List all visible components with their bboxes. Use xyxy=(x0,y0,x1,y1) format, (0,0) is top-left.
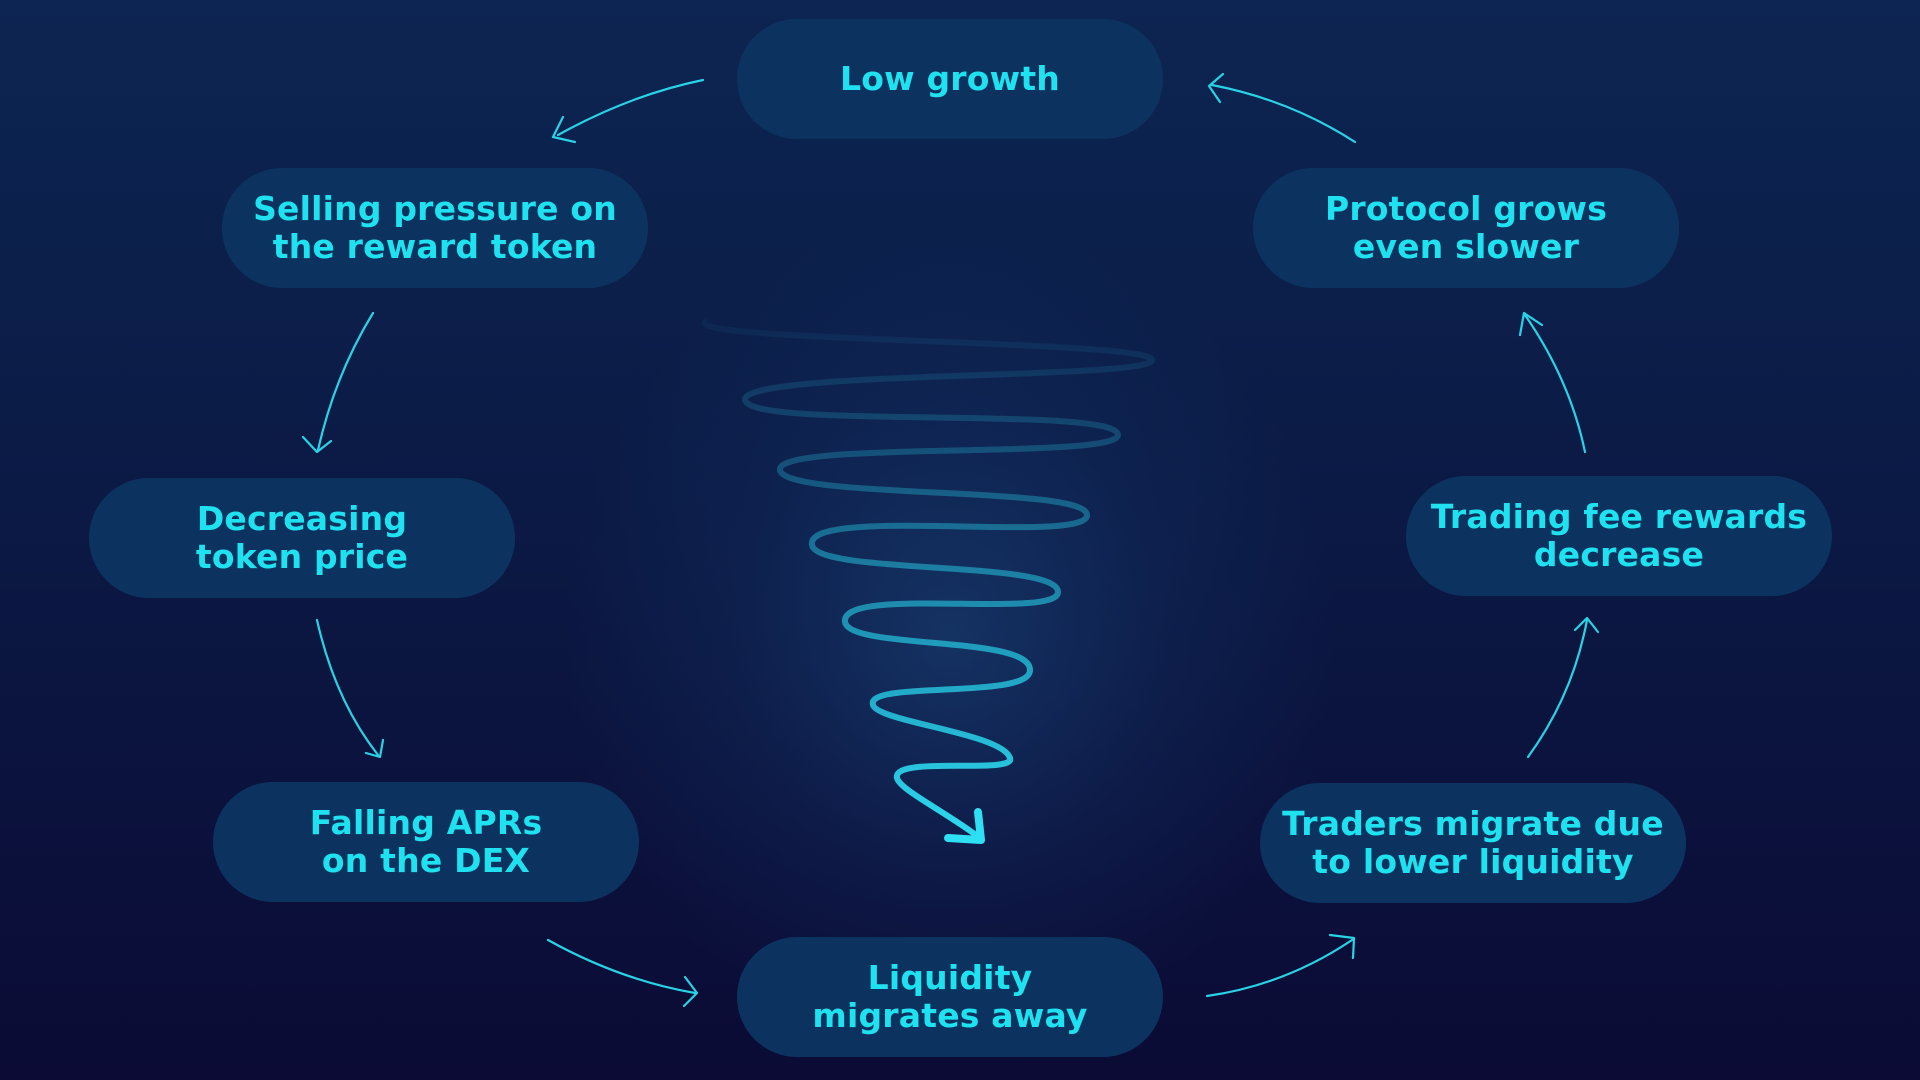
arrow-traders-to-fee xyxy=(1526,618,1589,759)
arrow-protocol-to-low-growth xyxy=(1210,83,1357,144)
node-fee-rewards-decrease: Trading fee rewards decrease xyxy=(1406,476,1832,596)
arrow-selling-to-decreasing xyxy=(316,311,375,452)
arrow-head-liquidity-to-traders xyxy=(1328,933,1356,960)
node-label: Decreasing token price xyxy=(195,499,409,576)
node-label: Low growth xyxy=(840,59,1060,98)
node-selling-pressure: Selling pressure on the reward token xyxy=(222,168,648,288)
node-traders-migrate: Traders migrate due to lower liquidity xyxy=(1260,783,1686,903)
node-decreasing-price: Decreasing token price xyxy=(89,478,515,598)
arrow-liquidity-to-traders xyxy=(1205,938,1354,998)
arrow-fee-to-protocol xyxy=(1523,313,1587,454)
node-label: Liquidity migrates away xyxy=(812,958,1088,1035)
node-liquidity-migrates: Liquidity migrates away xyxy=(737,937,1163,1057)
node-label: Protocol grows even slower xyxy=(1324,189,1608,266)
arrow-head-decreasing-to-falling xyxy=(364,738,385,759)
arrow-head-protocol-to-low-growth xyxy=(1207,72,1225,104)
arrow-falling-to-liquidity xyxy=(546,938,697,995)
arrow-decreasing-to-falling xyxy=(315,618,380,757)
node-low-growth: Low growth xyxy=(737,19,1163,139)
arrow-head-falling-to-liquidity xyxy=(682,975,699,1008)
arrow-head-traders-to-fee xyxy=(1573,616,1600,634)
node-label: Traders migrate due to lower liquidity xyxy=(1282,804,1664,881)
arrow-head-selling-to-decreasing xyxy=(301,435,333,454)
arrow-low-growth-to-selling xyxy=(556,78,705,137)
node-protocol-slower: Protocol grows even slower xyxy=(1253,168,1679,288)
arrow-head-low-growth-to-selling xyxy=(551,115,577,144)
node-label: Trading fee rewards decrease xyxy=(1430,497,1808,574)
spiral-down-arrow-icon xyxy=(701,319,1155,844)
node-label: Selling pressure on the reward token xyxy=(253,189,617,266)
arrow-head-fee-to-protocol xyxy=(1518,311,1544,337)
node-label: Falling APRs on the DEX xyxy=(309,803,543,880)
node-falling-aprs: Falling APRs on the DEX xyxy=(213,782,639,902)
